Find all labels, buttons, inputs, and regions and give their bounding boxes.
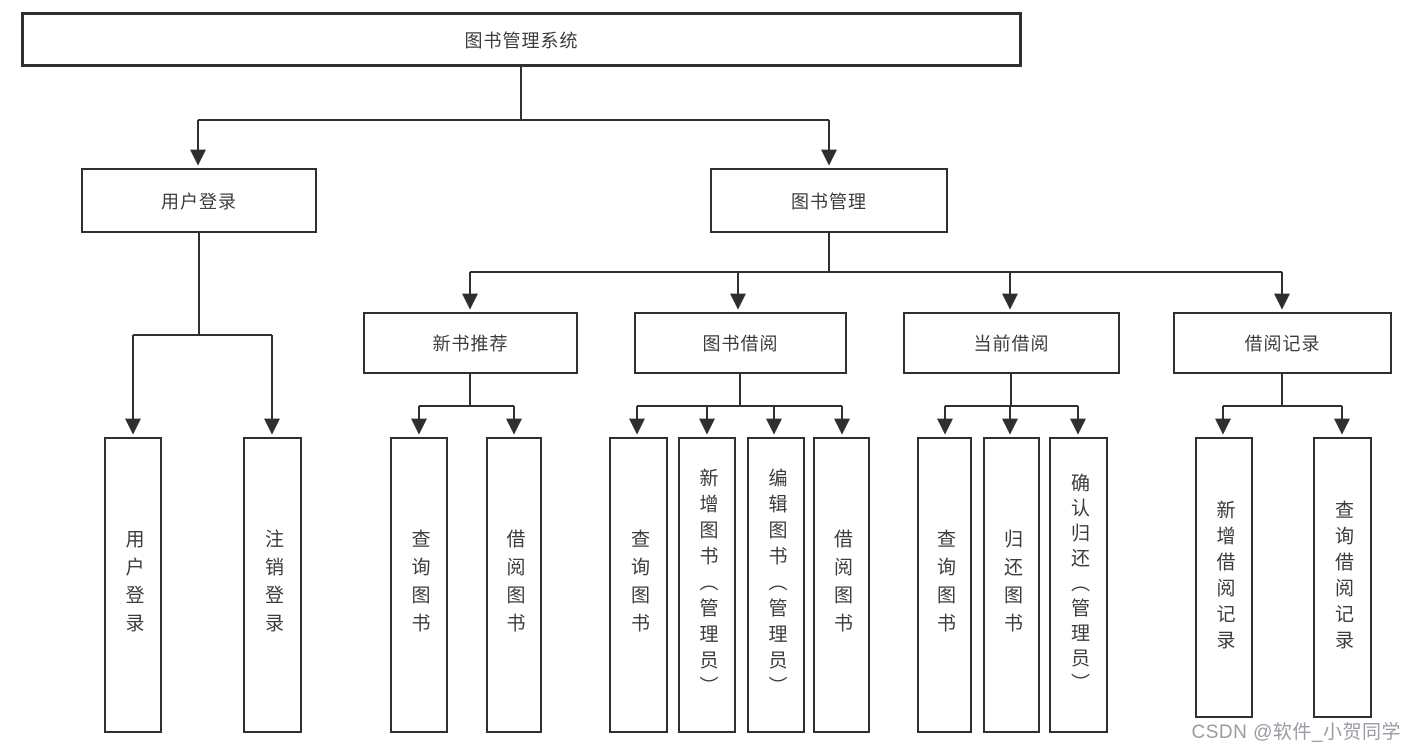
leaf-edit-books-admin: 编辑图书（管理员）	[747, 437, 805, 733]
leaf-user-login: 用户登录	[104, 437, 162, 733]
node-library-management-system: 图书管理系统	[21, 12, 1022, 67]
node-user-login: 用户登录	[81, 168, 317, 233]
leaf-query-books-borrowing: 查询图书	[609, 437, 668, 733]
leaf-borrow-books-borrowing: 借阅图书	[813, 437, 870, 733]
leaf-add-books-admin: 新增图书（管理员）	[678, 437, 736, 733]
leaf-query-books-current: 查询图书	[917, 437, 972, 733]
leaf-query-books-recommend: 查询图书	[390, 437, 448, 733]
node-new-book-recommend: 新书推荐	[363, 312, 578, 374]
leaf-borrow-books-recommend: 借阅图书	[486, 437, 542, 733]
leaf-add-borrow-record: 新增借阅记录	[1195, 437, 1253, 718]
node-book-management: 图书管理	[710, 168, 948, 233]
leaf-logout: 注销登录	[243, 437, 302, 733]
node-book-borrowing: 图书借阅	[634, 312, 847, 374]
leaf-confirm-return-admin: 确认归还（管理员）	[1049, 437, 1108, 733]
node-borrowing-records: 借阅记录	[1173, 312, 1392, 374]
leaf-query-borrow-record: 查询借阅记录	[1313, 437, 1372, 718]
leaf-return-books: 归还图书	[983, 437, 1040, 733]
node-current-borrowing: 当前借阅	[903, 312, 1120, 374]
csdn-watermark: CSDN @软件_小贺同学	[1191, 722, 1401, 743]
